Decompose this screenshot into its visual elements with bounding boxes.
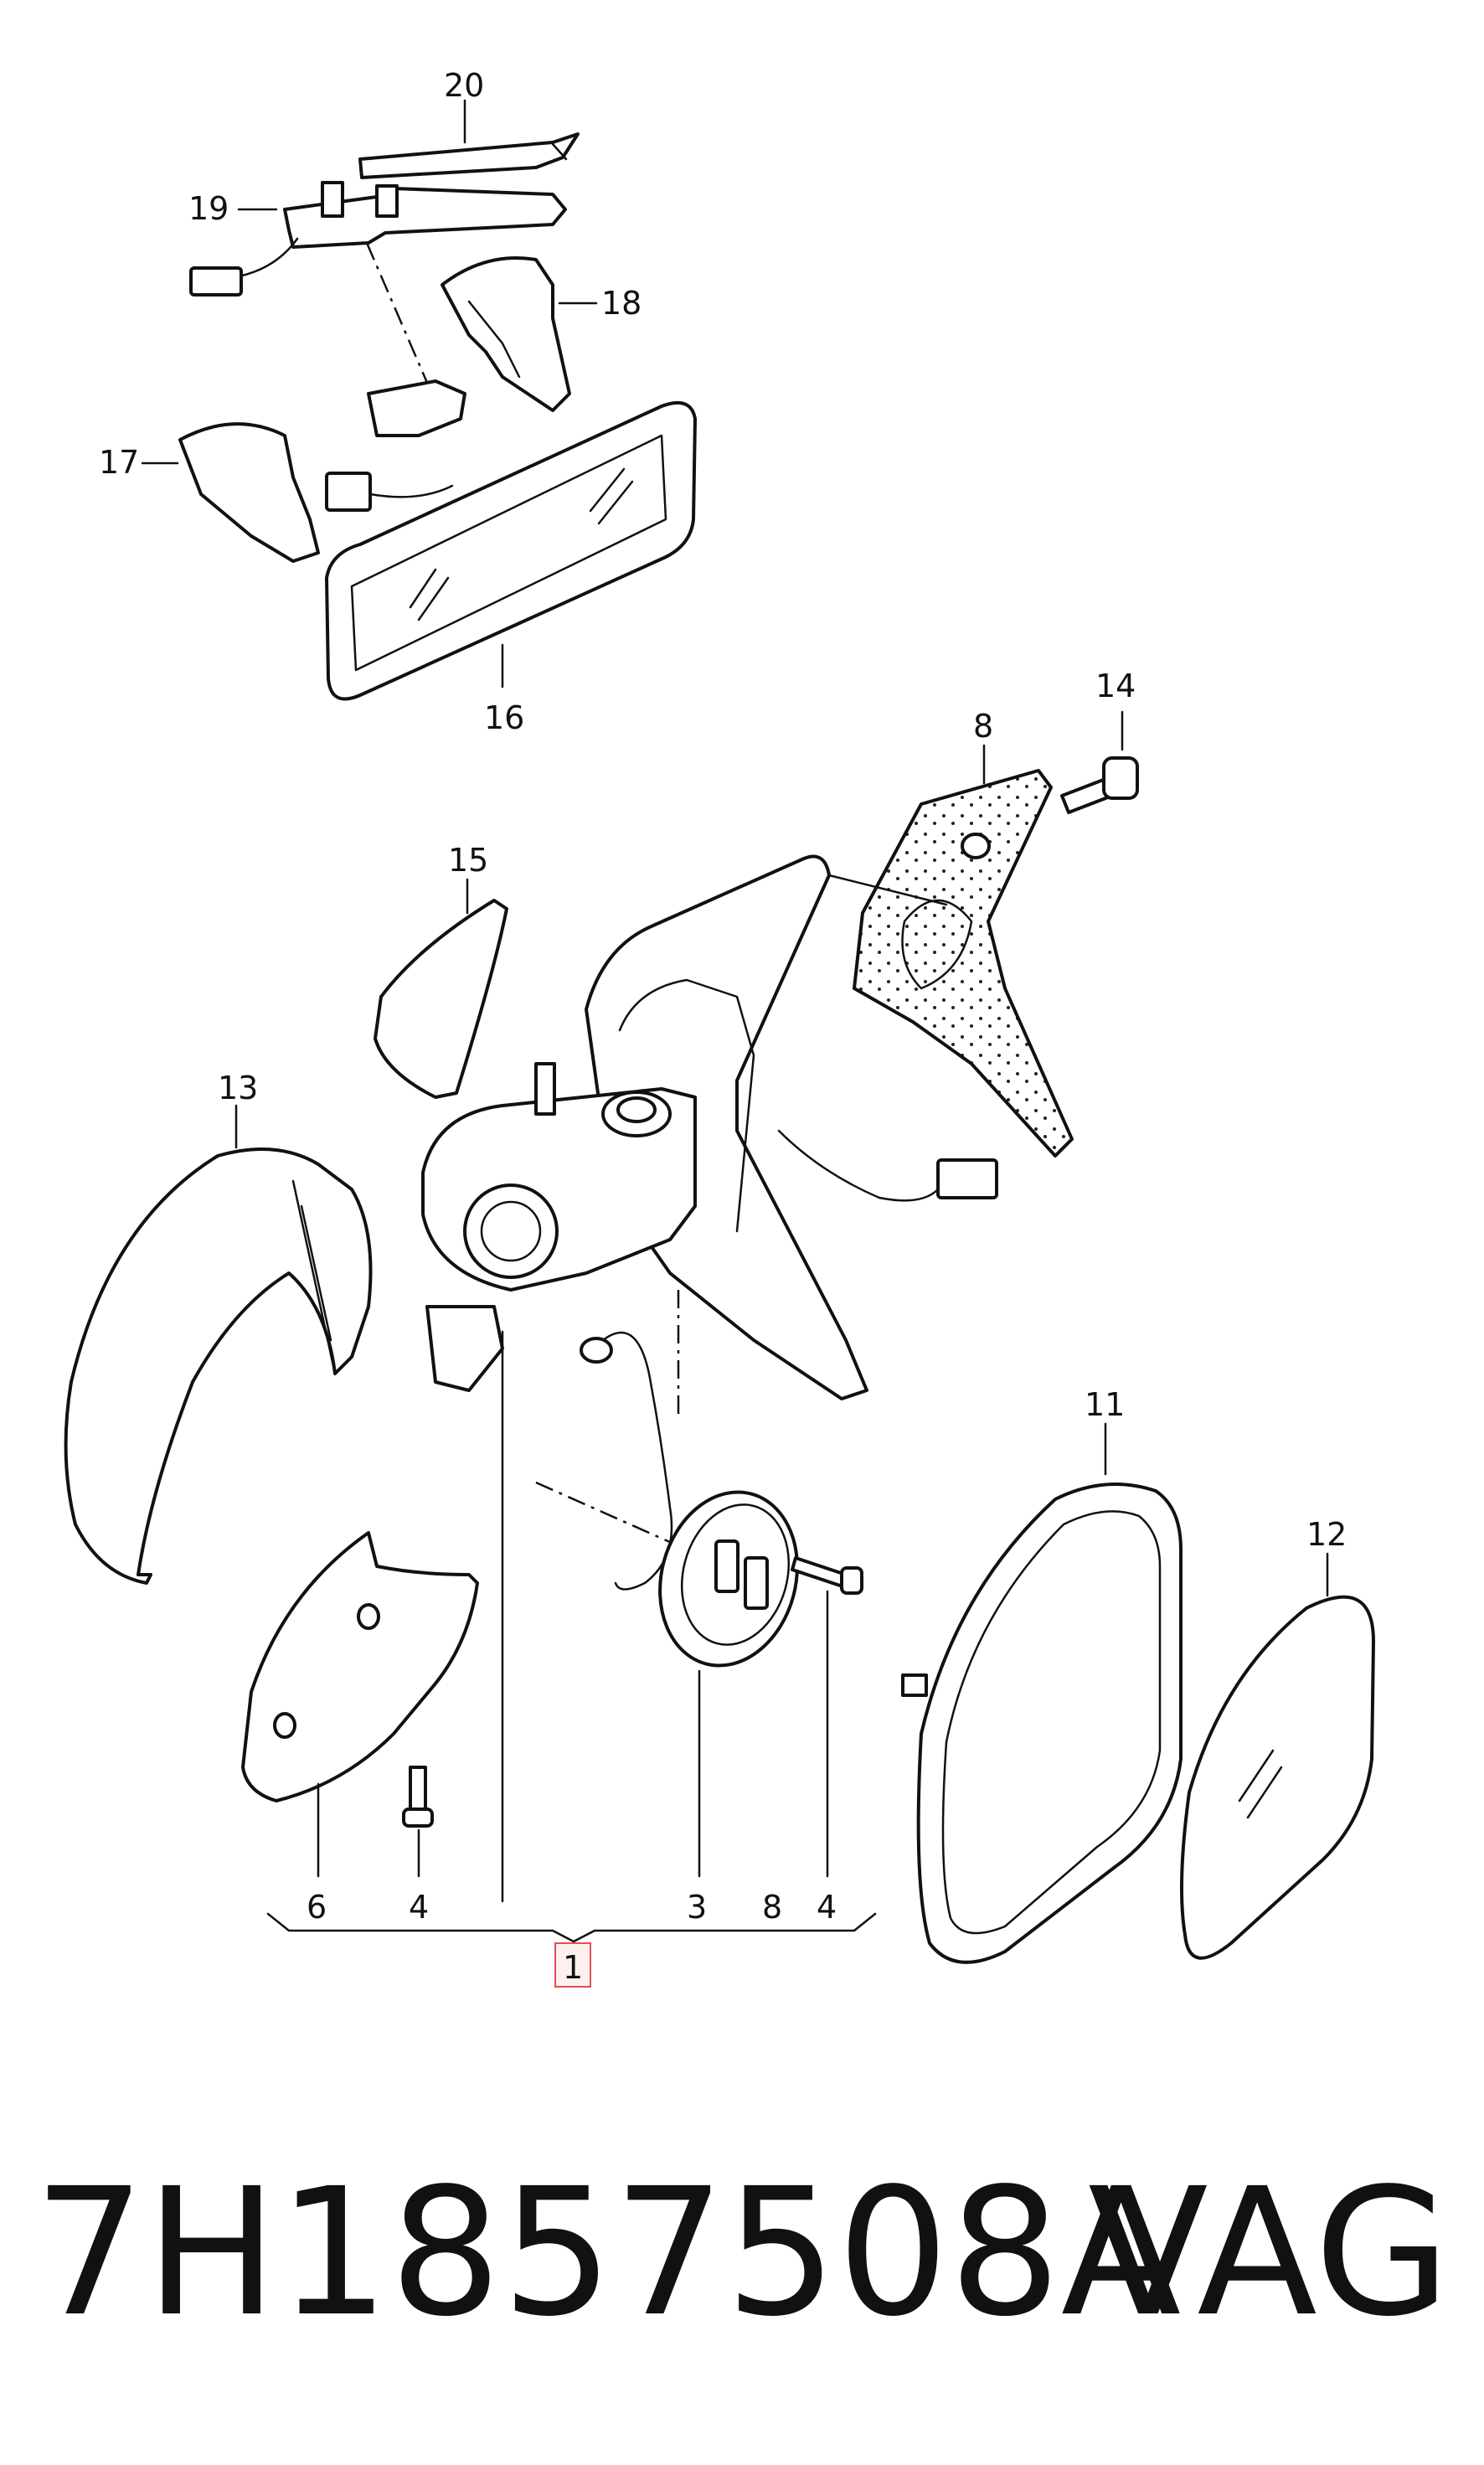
callout-1-highlight bbox=[554, 1942, 591, 1988]
part-6-inner-cap bbox=[241, 1531, 479, 1802]
callout-17: 17 bbox=[99, 444, 139, 481]
part-mirror-base-arm bbox=[585, 854, 998, 1400]
part-12-mirror-glass bbox=[1180, 1595, 1375, 1960]
cable-lower bbox=[601, 1331, 673, 1591]
assembly-axis-upper bbox=[365, 242, 437, 403]
part-11-mirror-frame bbox=[901, 1483, 1183, 1964]
callout-3: 3 bbox=[687, 1889, 707, 1926]
part-17-housing-cover-left bbox=[178, 379, 466, 563]
callout-12: 12 bbox=[1306, 1516, 1347, 1553]
part-8-gasket-top bbox=[853, 769, 1074, 1158]
part-4-screw-right bbox=[791, 1556, 863, 1595]
part-18-housing-cover-right bbox=[441, 256, 571, 412]
callout-18: 18 bbox=[601, 285, 642, 322]
assembly-bracket-1 bbox=[266, 1912, 877, 1943]
part-pivot-housing bbox=[421, 1062, 697, 1392]
assembly-axis-lower-1 bbox=[535, 1481, 688, 1551]
callout-13: 13 bbox=[218, 1070, 258, 1106]
part-13-outer-cover bbox=[64, 1147, 373, 1585]
callout-14: 14 bbox=[1095, 668, 1136, 704]
part-16-rearview-mirror bbox=[325, 401, 697, 701]
connector-lower bbox=[580, 1337, 613, 1364]
callout-1: 1 bbox=[563, 1949, 583, 1986]
part-number-label: 7H1857508A bbox=[33, 2150, 1182, 2355]
part-20-cover-strip bbox=[358, 132, 580, 179]
part-4-screw-left bbox=[402, 1766, 434, 1828]
callout-8-bottom: 8 bbox=[762, 1889, 782, 1926]
callout-11: 11 bbox=[1085, 1386, 1125, 1423]
callout-4-right: 4 bbox=[817, 1889, 837, 1926]
part-14-bolt bbox=[1060, 756, 1139, 814]
part-15-cap bbox=[374, 899, 508, 1099]
brand-label: VAG bbox=[1088, 2150, 1451, 2355]
callout-4-left: 4 bbox=[409, 1889, 429, 1926]
callout-16: 16 bbox=[484, 699, 524, 736]
part-3-adjustment-motor bbox=[658, 1490, 799, 1668]
callout-6: 6 bbox=[307, 1889, 327, 1926]
callout-8-top: 8 bbox=[973, 708, 993, 745]
callout-20: 20 bbox=[444, 67, 484, 104]
part-19-sensor-bracket bbox=[189, 181, 567, 297]
callout-19: 19 bbox=[188, 190, 229, 227]
callout-15: 15 bbox=[448, 842, 488, 879]
